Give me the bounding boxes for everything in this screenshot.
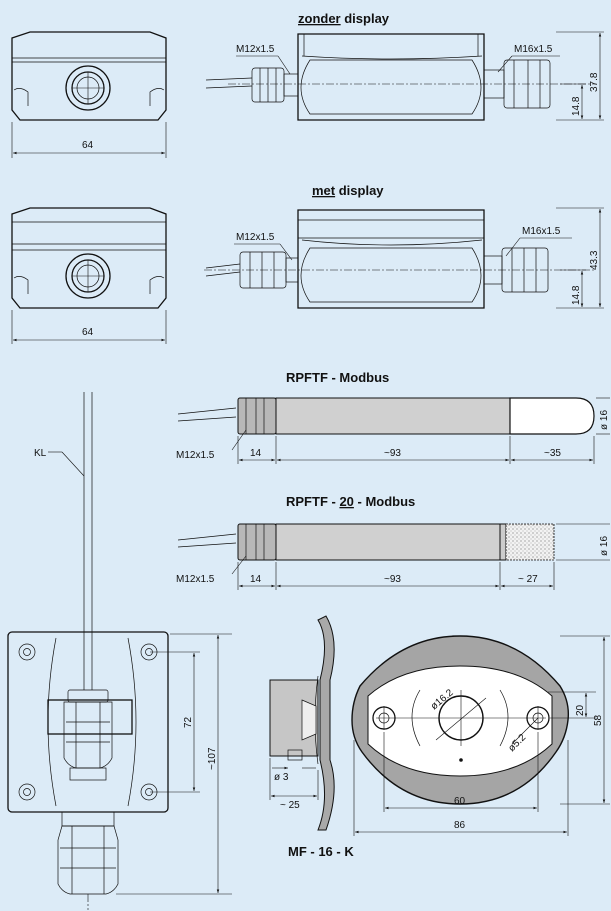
heading-with-display: met display: [312, 183, 384, 198]
cable-sensor-box: [7, 392, 169, 910]
probe-1-len-b: ~93: [384, 448, 401, 459]
box-height-total: ~107: [207, 747, 218, 770]
heading-flange: MF - 16 - K: [288, 844, 354, 859]
probe-1-len-c: ~35: [544, 448, 561, 459]
flange-hole: ø 3: [274, 772, 289, 783]
side-view-with-display: [204, 209, 596, 309]
cable-label: KL: [34, 448, 47, 459]
probe-2-len-c: ~ 27: [518, 574, 538, 585]
thread-right-2: M16x1.5: [522, 226, 561, 237]
probe-2-diameter: ø 16: [599, 536, 610, 556]
probe-2: [177, 523, 555, 561]
flange-side-view: [269, 615, 335, 831]
flange-height: 58: [593, 714, 604, 726]
probe-2-len-b: ~93: [384, 574, 401, 585]
probe-1-diameter: ø 16: [599, 410, 610, 430]
flange-depth: ~ 25: [280, 800, 300, 811]
flange-width: 86: [454, 820, 466, 831]
flange-pitch: 60: [454, 796, 466, 807]
probe-1: [177, 397, 595, 435]
front-width-2: 64: [82, 327, 94, 338]
thread-left-1: M12x1.5: [236, 44, 275, 55]
box-height-inner: 72: [183, 716, 194, 728]
front-view-with-display: [11, 207, 167, 309]
heading-without-display: zonder display: [298, 11, 390, 26]
probe-1-len-a: 14: [250, 448, 262, 459]
total-height-2: 43.3: [589, 250, 600, 270]
heading-probe-1: RPFTF - Modbus: [286, 370, 389, 385]
low-height-2: 14.8: [571, 285, 582, 305]
side-view-without-display: [205, 33, 596, 121]
low-height-1: 14.8: [571, 96, 582, 116]
front-view-without-display: [11, 31, 167, 121]
front-width-1: 64: [82, 140, 94, 151]
heading-probe-2: RPFTF - 20 - Modbus: [286, 494, 415, 509]
probe-1-thread: M12x1.5: [176, 450, 215, 461]
flange-half-height: 20: [575, 704, 586, 716]
thread-left-2: M12x1.5: [236, 232, 275, 243]
probe-2-thread: M12x1.5: [176, 574, 215, 585]
thread-right-1: M16x1.5: [514, 44, 553, 55]
probe-2-len-a: 14: [250, 574, 262, 585]
total-height-1: 37.8: [589, 72, 600, 92]
